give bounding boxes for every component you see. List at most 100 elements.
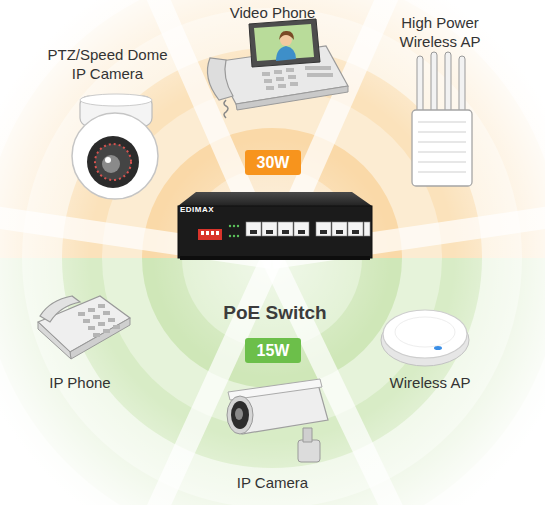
poe-switch-icon-part-part xyxy=(246,222,261,236)
poe-switch-icon-part-part xyxy=(266,230,273,234)
ip-phone-icon-part-part xyxy=(93,315,100,319)
poe-switch-icon-part-part xyxy=(316,222,331,236)
poe-switch-icon-part xyxy=(178,206,372,258)
video-phone-icon-part xyxy=(262,66,333,90)
poe-switch-icon-part-part xyxy=(364,222,370,236)
brand-logo: EDIMAX xyxy=(180,205,240,215)
poe-switch-icon xyxy=(178,192,372,260)
high-power-ap-icon-part-part xyxy=(418,132,466,133)
ptz-dome-camera-icon-part xyxy=(72,113,158,199)
high-power-ap: High Power Wireless AP xyxy=(390,10,490,190)
video-phone: Video Phone xyxy=(205,0,340,112)
video-phone-icon-part xyxy=(224,100,228,118)
poe-switch-icon-part-part xyxy=(233,225,235,227)
poe-switch-icon-part-part xyxy=(250,230,257,234)
high-power-ap-icon-part xyxy=(418,122,466,172)
poe-switch-icon-part xyxy=(201,231,219,235)
video-phone-icon-part-part xyxy=(276,77,284,81)
ip-phone-icon-part-part xyxy=(93,333,100,337)
poe-switch-icon-part-part xyxy=(211,231,214,235)
node-label: 30W xyxy=(245,153,301,173)
poe-switch-icon-part-part xyxy=(352,230,359,234)
video-phone-icon-part xyxy=(276,46,296,61)
ip-phone-icon xyxy=(38,296,130,359)
poe-switch: EDIMAX PoE Switch xyxy=(175,190,375,325)
poe-switch-icon-part xyxy=(229,225,239,237)
power-badge: 30W xyxy=(245,150,301,175)
power-rings-15w-part xyxy=(0,258,545,505)
video-phone-icon-part xyxy=(254,24,314,61)
wireless-ap-icon-part xyxy=(395,317,455,347)
ip-camera-icon-part xyxy=(298,440,320,462)
ip-phone-icon-part-part xyxy=(78,312,85,316)
node-label: 15W xyxy=(245,341,301,361)
power-rings-15w-part xyxy=(0,258,545,505)
power-rings-15w xyxy=(0,258,545,505)
high-power-ap-icon-part-part xyxy=(418,142,466,143)
ptz-camera: PTZ/Speed Dome IP Camera xyxy=(45,42,170,200)
poe-switch-icon-part-part xyxy=(282,230,289,234)
ip-phone-icon-part-part xyxy=(88,326,95,330)
video-phone-icon-part xyxy=(249,19,320,67)
poe-switch-icon-part-part xyxy=(237,235,239,237)
poe-switch-icon-part xyxy=(180,256,370,260)
video-phone-icon-part-part xyxy=(262,72,270,76)
wireless-ap: Wireless AP xyxy=(375,300,485,395)
video-phone-icon-part xyxy=(279,31,294,40)
high-power-ap-icon xyxy=(412,52,472,186)
node-label: Wireless AP xyxy=(375,373,485,392)
poe-switch-icon-part-part xyxy=(262,222,277,236)
poe-switch-icon-part xyxy=(246,222,370,236)
ip-camera-icon-part xyxy=(231,401,249,429)
ip-camera-icon xyxy=(227,379,328,462)
power-rings-30w-part xyxy=(0,0,545,258)
video-phone-icon-part-part xyxy=(290,82,298,86)
node-label: High Power Wireless AP xyxy=(390,13,490,51)
node-label: PoE Switch xyxy=(175,302,375,324)
ip-camera: IP Camera xyxy=(215,378,330,493)
ip-phone-icon-part-part xyxy=(83,319,90,323)
poe-switch-icon-part-part xyxy=(336,230,343,234)
ptz-dome-camera-icon-part xyxy=(102,155,120,173)
ptz-dome-camera-icon-part xyxy=(95,144,131,180)
ip-camera-icon-part xyxy=(227,396,253,434)
poe-switch-icon-part-part xyxy=(206,231,209,235)
poe-switch-icon-part-part xyxy=(320,230,327,234)
high-power-ap-icon-part xyxy=(445,52,451,114)
ptz-dome-camera-icon-part xyxy=(105,157,111,163)
video-phone-icon-part-part xyxy=(278,84,286,88)
poe-switch-icon-part xyxy=(250,230,359,234)
poe-switch-icon-part-part xyxy=(233,235,235,237)
ptz-dome-camera-icon xyxy=(72,94,158,199)
poe-switch-icon-part-part xyxy=(216,231,219,235)
poe-switch-icon-part-part xyxy=(294,222,309,236)
poe-switch-icon-part-part xyxy=(201,231,204,235)
poe-switch-icon-part-part xyxy=(229,225,231,227)
poe-switch-icon-part xyxy=(178,192,372,206)
ip-phone-icon-part xyxy=(38,322,71,359)
power-rings-30w xyxy=(0,0,545,258)
poe-switch-icon-part xyxy=(198,229,222,240)
ip-phone-icon-part-part xyxy=(103,329,110,333)
video-phone-icon-part-part xyxy=(288,75,296,79)
node-label: IP Camera xyxy=(215,473,330,492)
ip-phone-icon-part-part xyxy=(88,308,95,312)
node-label: PTZ/Speed Dome IP Camera xyxy=(45,45,170,83)
ip-phone-icon-part-part xyxy=(98,304,105,308)
high-power-ap-icon-part-part xyxy=(418,172,466,173)
video-phone-icon-part xyxy=(236,86,348,110)
poe-switch-icon-part-part xyxy=(237,225,239,227)
ip-camera-icon-part xyxy=(303,428,312,442)
ptz-dome-camera-icon-part xyxy=(80,94,152,106)
ip-phone-icon-part xyxy=(78,304,120,337)
node-label: Video Phone xyxy=(205,3,340,22)
ip-camera-icon-part xyxy=(235,408,243,420)
poe-switch-icon-part-part xyxy=(229,235,231,237)
power-badge: 15W xyxy=(245,338,301,363)
ip-phone-icon-part xyxy=(40,296,80,322)
high-power-ap-icon-part xyxy=(412,110,472,186)
poe-switch-icon-part-part xyxy=(348,222,363,236)
